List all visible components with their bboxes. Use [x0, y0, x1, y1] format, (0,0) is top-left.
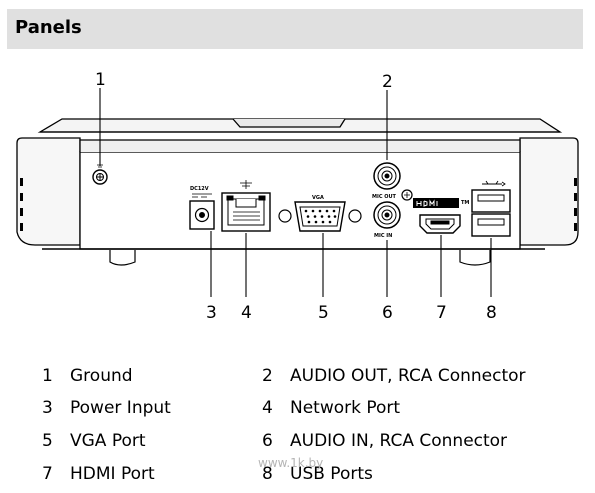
audio-out-rca-icon — [373, 162, 401, 190]
hdmi-logo-icon — [413, 198, 459, 208]
dc-label: DC12V — [190, 186, 209, 192]
vga-port-icon — [278, 201, 362, 232]
legend-number: 5 — [42, 431, 53, 451]
callout-1: 1 — [95, 70, 106, 90]
callout-4: 4 — [241, 303, 252, 323]
legend-item-usb-ports: 8 USB Ports — [262, 464, 373, 484]
legend-label: Network Port — [290, 398, 401, 418]
callout-7: 7 — [436, 303, 447, 323]
hdmi-port-icon — [419, 214, 461, 234]
hdmi-tm-label: TM — [461, 200, 469, 206]
legend-number: 8 — [262, 464, 273, 484]
power-jack-icon — [189, 200, 215, 230]
legend-label: AUDIO IN, RCA Connector — [290, 431, 508, 451]
section-header: Panels — [7, 9, 583, 49]
callout-leaders — [99, 88, 492, 297]
legend-item-audio-out: 2 AUDIO OUT, RCA Connector — [262, 366, 526, 386]
section-title: Panels — [15, 17, 82, 38]
network-symbol-icon — [240, 180, 252, 189]
ground-screw-small-icon — [401, 189, 413, 201]
callout-6: 6 — [382, 303, 393, 323]
legend-label: HDMI Port — [70, 464, 155, 484]
legend-label: VGA Port — [70, 431, 146, 451]
callout-8: 8 — [486, 303, 497, 323]
audio-in-rca-icon — [373, 201, 401, 229]
mic-in-label: MIC IN — [374, 233, 392, 239]
legend-number: 3 — [42, 398, 53, 418]
callout-5: 5 — [318, 303, 329, 323]
watermark-text: www.1k.by — [258, 456, 324, 470]
legend-number: 2 — [262, 366, 273, 386]
rear-panel-diagram: DC12V VGA MIC OUT MIC IN — [16, 70, 579, 323]
legend-item-audio-in: 6 AUDIO IN, RCA Connector — [262, 431, 507, 451]
legend-number: 7 — [42, 464, 53, 484]
usb-ports-icon — [471, 189, 511, 237]
legend-item-power-input: 3 Power Input — [42, 398, 171, 418]
legend-label: USB Ports — [290, 464, 373, 484]
device-body — [16, 118, 579, 250]
legend-label: AUDIO OUT, RCA Connector — [290, 366, 526, 386]
legend-number: 1 — [42, 366, 53, 386]
legend-label: Ground — [70, 366, 133, 386]
mic-out-label: MIC OUT — [372, 194, 397, 200]
legend-number: 6 — [262, 431, 273, 451]
legend-item-hdmi-port: 7 HDMI Port — [42, 464, 155, 484]
dc-symbol-icon — [192, 193, 212, 198]
legend-label: Power Input — [70, 398, 171, 418]
network-port-icon — [221, 192, 271, 232]
legend-item-vga-port: 5 VGA Port — [42, 431, 146, 451]
usb-symbol-icon — [482, 180, 506, 187]
legend-number: 4 — [262, 398, 273, 418]
callout-2: 2 — [382, 72, 393, 92]
legend-item-network-port: 4 Network Port — [262, 398, 400, 418]
legend-item-ground: 1 Ground — [42, 366, 133, 386]
callout-3: 3 — [206, 303, 217, 323]
device-feet — [109, 250, 491, 266]
vga-label: VGA — [312, 195, 324, 201]
side-vents — [20, 178, 577, 231]
